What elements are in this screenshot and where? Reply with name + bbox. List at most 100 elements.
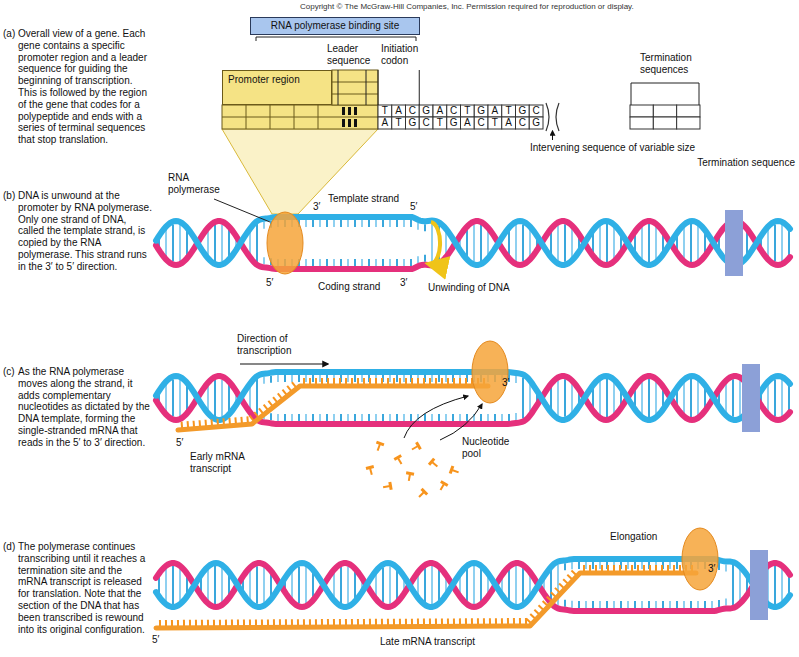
text-label: Elongation: [610, 531, 657, 543]
leader-mark: [342, 107, 345, 115]
base-stub: [305, 259, 307, 266]
base-stub: [718, 600, 720, 607]
nucleotide: [366, 465, 376, 476]
base-pair: [557, 225, 559, 260]
text-label: (b): [3, 190, 15, 202]
base-stub: [375, 414, 377, 421]
grid-line: [332, 94, 378, 95]
base-pair: [529, 230, 531, 257]
base-pair: [522, 378, 524, 419]
base-pair: [256, 379, 258, 417]
base-stub: [613, 601, 615, 608]
base-stub: [704, 601, 706, 608]
base-letter: A: [488, 105, 502, 117]
base-stub: [347, 259, 349, 266]
base-stub: [592, 562, 594, 569]
base-pair: [256, 224, 258, 262]
base-pair: [781, 380, 783, 416]
rna-polymerase: [472, 341, 508, 403]
base-pair: [515, 225, 517, 261]
binding-site-box: RNA polymerase binding site: [250, 17, 420, 35]
text-label: The polymerase continues transcribing un…: [18, 541, 152, 635]
base-stub: [298, 375, 300, 382]
base-pair: [221, 568, 223, 602]
base-letter: A: [433, 105, 447, 117]
base-letter: A: [461, 117, 475, 129]
base-pair: [179, 380, 181, 416]
base-cell: [502, 117, 516, 129]
base-letter: C: [406, 105, 420, 117]
base-stub: [718, 563, 720, 570]
base-letter: C: [474, 117, 488, 129]
base-stub: [326, 220, 328, 227]
text-label: Template strand: [328, 193, 399, 205]
base-stub: [424, 255, 426, 262]
base-pair: [774, 380, 776, 417]
base-stub: [438, 414, 440, 421]
nucleotide: [405, 471, 414, 481]
termination-bar: [742, 364, 760, 432]
text-label: Early mRNA transcript: [190, 451, 262, 475]
text-label: Leader sequence: [327, 43, 377, 67]
text-label: (c): [3, 366, 15, 378]
nucleotide-head: [440, 480, 448, 487]
base-pair: [249, 232, 251, 254]
base-stub: [354, 375, 356, 382]
base-stub: [438, 375, 440, 382]
base-stub: [417, 223, 419, 230]
base-stub: [403, 414, 405, 421]
base-pair: [508, 231, 510, 256]
base-stub: [634, 562, 636, 569]
base-pair: [186, 386, 188, 411]
base-stub: [333, 220, 335, 227]
base-letter: G: [474, 105, 488, 117]
base-pair: [172, 566, 174, 604]
base-pair: [214, 566, 216, 604]
base-stub: [515, 376, 517, 383]
base-stub: [389, 414, 391, 421]
base-stub: [641, 562, 643, 569]
base-stub: [347, 220, 349, 227]
unwinding-arrow: [429, 222, 440, 264]
base-pair: [599, 381, 601, 415]
base-pair: [767, 385, 769, 412]
base-stub: [340, 259, 342, 266]
text-label: Coding strand: [318, 281, 380, 293]
termination-bar: [750, 550, 768, 620]
base-stub: [452, 414, 454, 421]
break-mark: [546, 103, 549, 131]
base-letter: G: [447, 117, 461, 129]
base-pair: [431, 566, 433, 604]
text-label: 3′: [502, 377, 509, 389]
base-stub: [417, 256, 419, 263]
base-stub: [564, 600, 566, 607]
base-pair: [683, 228, 685, 259]
base-letter: C: [447, 105, 461, 117]
base-pair: [207, 570, 209, 601]
nucleotide-stem: [440, 484, 445, 491]
base-stub: [361, 259, 363, 266]
base-stub: [571, 562, 573, 569]
base-cell: [447, 105, 461, 117]
base-cell: [516, 117, 530, 129]
termination-cell: [630, 117, 653, 129]
base-stub: [389, 259, 391, 266]
direction-arrow: [240, 363, 328, 364]
text-label: Termination sequence: [697, 157, 795, 169]
base-pair: [690, 379, 692, 417]
base-pair: [333, 573, 335, 598]
base-pair: [522, 225, 524, 262]
nucleotide: [410, 442, 422, 453]
rna-polymerase: [267, 212, 303, 274]
base-stub: [431, 414, 433, 421]
base-stub: [305, 375, 307, 382]
nucleotide: [382, 482, 392, 491]
base-pair: [767, 230, 769, 257]
termination-bar: [725, 210, 743, 276]
base-stub: [725, 564, 727, 571]
base-stub: [410, 259, 412, 266]
base-stub: [697, 601, 699, 608]
base-stub: [361, 220, 363, 227]
nucleotide: [449, 466, 460, 477]
base-stub: [627, 601, 629, 608]
